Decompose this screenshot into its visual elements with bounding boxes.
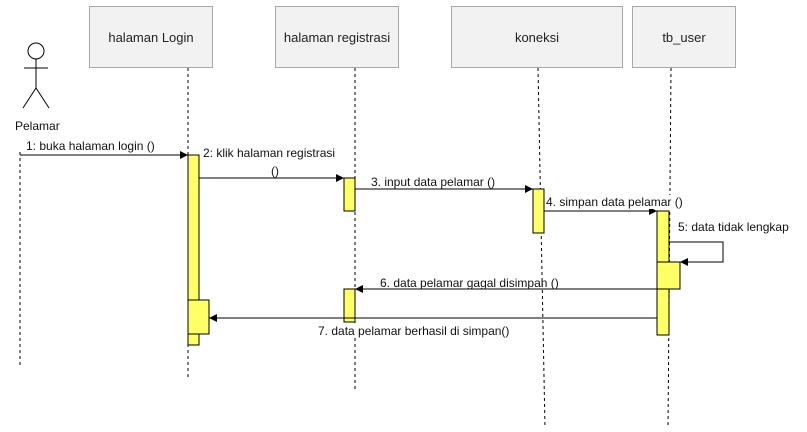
message-label-3: 3. input data pelamar () [371, 175, 496, 189]
message-label-4: 4. simpan data pelamar () [546, 195, 683, 209]
participant-label: halaman Login [108, 29, 194, 45]
activation-login [187, 154, 200, 346]
participant-label: halaman registrasi [283, 29, 391, 45]
activation-koneksi [532, 188, 545, 234]
activation-registrasi [343, 177, 356, 212]
message-label-5: 5: data tidak lengkap [678, 220, 789, 234]
activation-tb-user-nested [656, 261, 681, 290]
activation-login-nested [187, 299, 210, 335]
lifeline-koneksi [537, 67, 546, 429]
participant-halaman-registrasi: halaman registrasi [275, 6, 399, 68]
participant-koneksi: koneksi [451, 6, 623, 68]
message-label-2b: () [271, 164, 279, 178]
message-arrow-5-self [669, 241, 724, 266]
participant-halaman-login: halaman Login [89, 6, 213, 68]
activation-registrasi-2 [343, 288, 356, 323]
participant-label: tb_user [662, 29, 706, 45]
message-label-1: 1: buka halaman login () [26, 139, 155, 153]
participant-label: koneksi [514, 29, 560, 45]
message-label-2a: 2: klik halaman registrasi [203, 146, 336, 160]
actor-pelamar-figure [22, 42, 50, 109]
actor-label: Pelamar [15, 119, 60, 133]
participant-tb-user: tb_user [632, 6, 736, 68]
message-label-6: 6. data pelamar gagal disimpan () [380, 276, 559, 290]
message-label-7: 7. data pelamar berhasil di simpan() [318, 324, 510, 338]
